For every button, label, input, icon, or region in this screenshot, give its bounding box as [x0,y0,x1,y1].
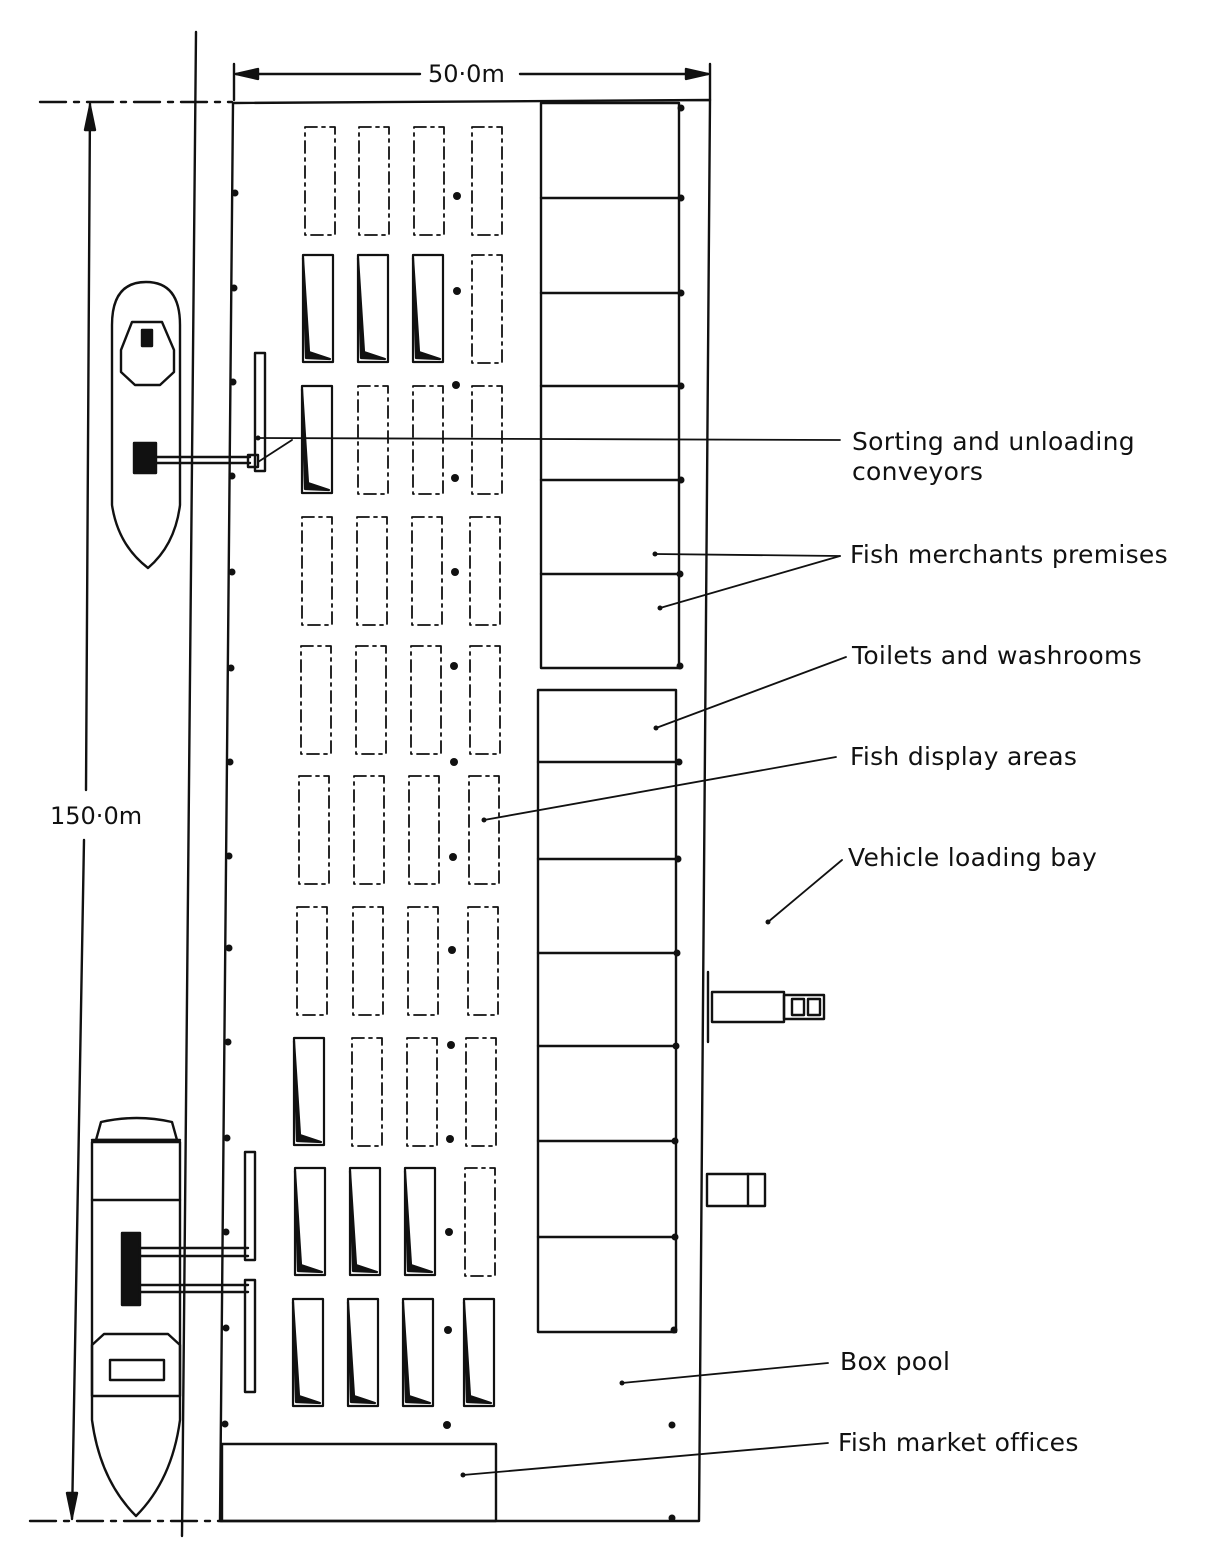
small-vehicle [707,1174,765,1206]
length-dimension-label: 150·0m [50,802,143,830]
label-sorting-conveyors-1: Sorting and unloading [852,427,1135,456]
fish-merchants-premises-block [541,103,679,668]
upper-fishing-boat [112,282,265,568]
label-vehicle-loading-bay: Vehicle loading bay [848,843,1098,872]
fish-market-offices-block [222,1444,496,1521]
width-dimension-line [234,64,710,100]
fish-boxes [293,255,494,1406]
label-fish-market-offices: Fish market offices [838,1428,1079,1457]
width-dimension-label: 50·0m [428,60,505,88]
lower-fishing-boat [92,1118,255,1516]
leader-dots [255,435,771,1478]
label-fish-merchants: Fish merchants premises [850,540,1168,569]
leader-lines [258,438,846,1475]
length-dimension-line [30,102,232,1521]
market-building-outline [220,100,710,1521]
toilets-and-premises-block [538,690,676,1332]
fish-display-grid [297,127,502,1276]
label-sorting-conveyors-2: conveyors [852,457,984,486]
label-toilets: Toilets and washrooms [852,641,1142,670]
label-fish-display: Fish display areas [850,742,1078,771]
loading-truck [708,972,824,1042]
quay-wall-line [182,32,196,1536]
structural-columns [221,104,685,1522]
label-box-pool: Box pool [840,1347,951,1376]
